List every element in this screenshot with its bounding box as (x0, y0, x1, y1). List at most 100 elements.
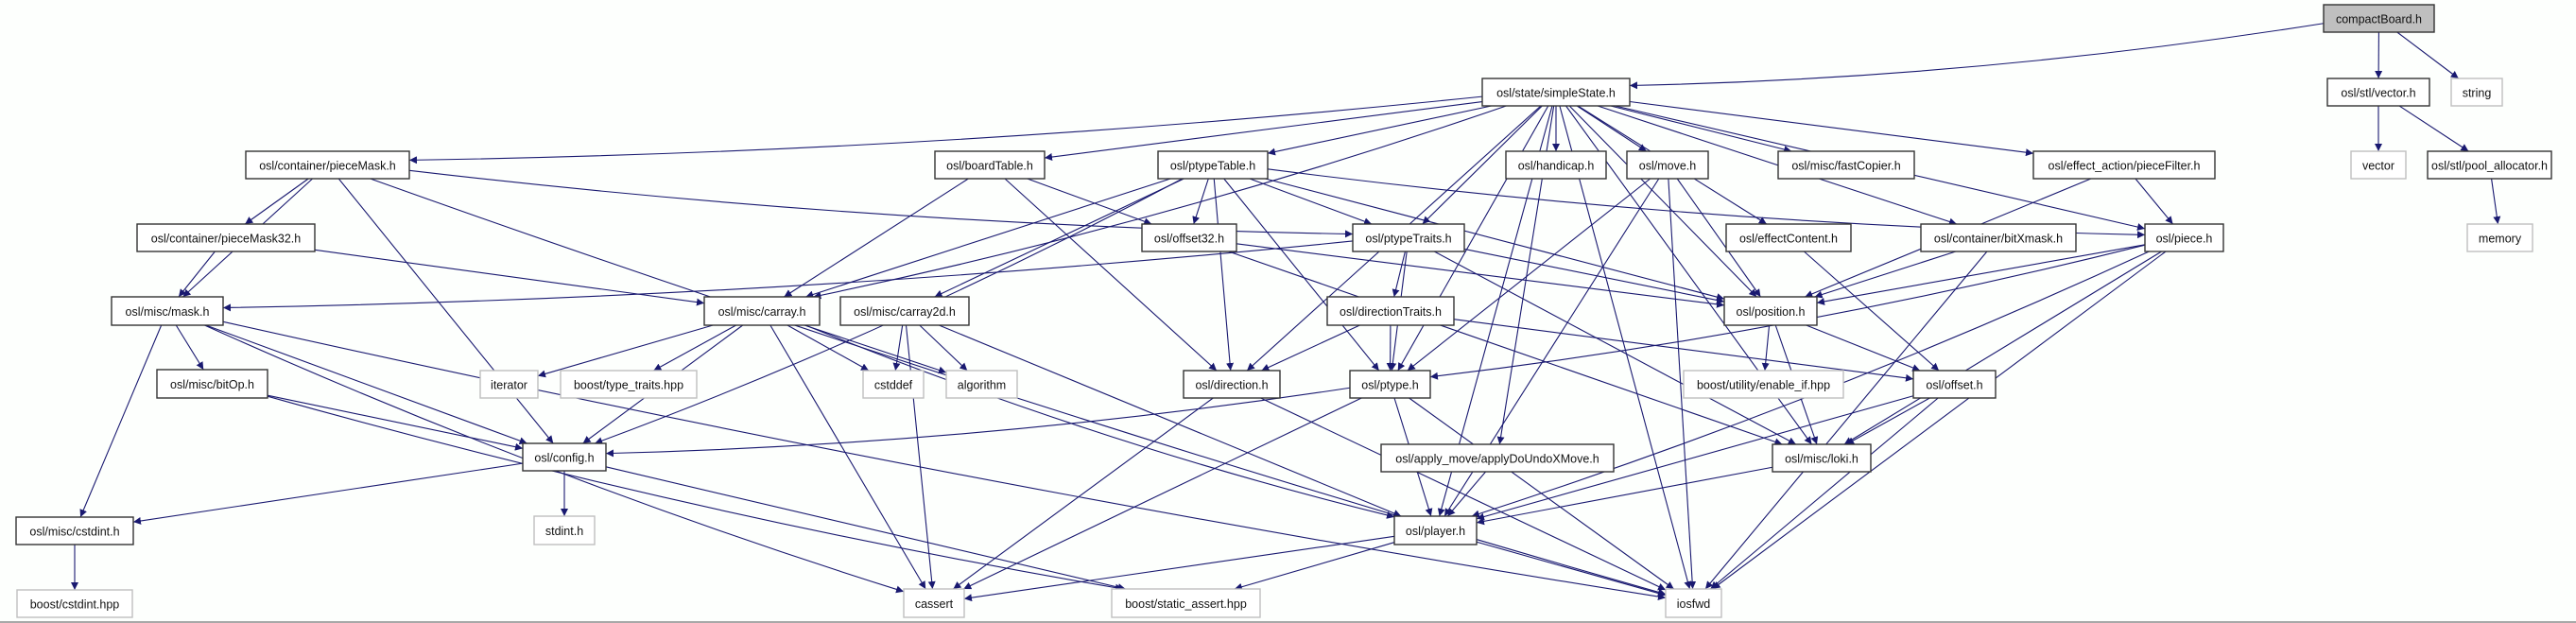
edge-stl_vector-to-pool_allocator (2398, 105, 2469, 152)
edge-simpleState-to-boardTable (1044, 100, 1483, 161)
node-label: boost/type_traits.hpp (574, 379, 683, 392)
edge-offset-to-loki (1845, 397, 1930, 445)
node-label: osl/ptypeTraits.h (1365, 233, 1451, 246)
edge-effectContent-to-offset (1804, 251, 1940, 372)
edge-piece-to-position (1816, 244, 2146, 305)
node-carray2d[interactable]: osl/misc/carray2d.h (839, 296, 970, 326)
node-stl-vector[interactable]: osl/stl/vector.h (2326, 78, 2430, 107)
node-ptypeTable[interactable]: osl/ptypeTable.h (1157, 150, 1269, 180)
node-algorithm[interactable]: algorithm (945, 370, 1018, 399)
node-string[interactable]: string (2450, 78, 2503, 107)
node-bitOp[interactable]: osl/misc/bitOp.h (156, 369, 268, 399)
node-directionTraits[interactable]: osl/directionTraits.h (1326, 296, 1455, 326)
node-box (1723, 296, 1818, 326)
edge-simpleState-to-ptype (1397, 105, 1549, 372)
node-carray[interactable]: osl/misc/carray.h (703, 296, 821, 326)
node-enable-if[interactable]: boost/utility/enable_if.hpp (1683, 370, 1844, 399)
node-pieceMask[interactable]: osl/container/pieceMask.h (245, 150, 410, 180)
edge-carray2d-to-cassert (905, 324, 936, 590)
edge-bitXmask-to-position (1814, 251, 1957, 299)
node-label: osl/player.h (1406, 525, 1465, 538)
node-box (1380, 443, 1615, 473)
node-box (703, 296, 821, 326)
edge-pieceFilter-to-piece (2135, 178, 2173, 225)
node-box (1481, 78, 1631, 107)
edge-ptypeTraits-to-directionTraits (1392, 251, 1406, 298)
edge-carray-to-player (804, 324, 1395, 519)
node-handicap[interactable]: osl/handicap.h (1505, 150, 1607, 180)
edge-mask-to-iosfwd (222, 320, 1667, 601)
node-box (839, 296, 970, 326)
edge-compactBoard-to-string (2396, 31, 2460, 79)
node-pieceFilter[interactable]: osl/effect_action/pieceFilter.h (2032, 150, 2216, 180)
node-effectContent[interactable]: osl/effectContent.h (1725, 223, 1852, 252)
edge-carray2d-to-player (939, 324, 1402, 517)
node-offset32[interactable]: osl/offset32.h (1141, 223, 1237, 252)
node-fastCopier[interactable]: osl/misc/fastCopier.h (1777, 150, 1915, 180)
node-box (2466, 223, 2533, 252)
node-vector[interactable]: vector (2350, 150, 2407, 180)
edges-layer (71, 23, 2501, 602)
edge-offset-to-player (1476, 395, 1914, 521)
edge-simpleState-to-pieceMask (408, 95, 1483, 164)
node-config[interactable]: osl/config.h (522, 442, 607, 472)
node-boost-cstdint[interactable]: boost/cstdint.hpp (16, 589, 133, 618)
node-compactBoard[interactable]: compactBoard.h (2323, 4, 2435, 33)
node-bitXmask[interactable]: osl/container/bitXmask.h (1920, 223, 2077, 252)
node-cstdint[interactable]: osl/misc/cstdint.h (15, 516, 134, 545)
node-ptype[interactable]: osl/ptype.h (1349, 370, 1431, 399)
edge-bitXmask-to-iosfwd (1704, 251, 1988, 590)
node-position[interactable]: osl/position.h (1723, 296, 1818, 326)
edge-simpleState-to-ptypeTraits (1422, 105, 1543, 225)
edge-bitOp-to-config (267, 394, 524, 451)
node-box (1772, 443, 1872, 473)
node-label: algorithm (958, 379, 1006, 392)
node-box (1352, 223, 1465, 252)
node-move[interactable]: osl/move.h (1626, 150, 1709, 180)
nodes-layer: compactBoard.h osl/stl/vector.h string vect… (15, 4, 2552, 618)
node-label: memory (2479, 233, 2522, 246)
node-direction[interactable]: osl/direction.h (1183, 370, 1281, 399)
edge-piece-to-loki (1843, 251, 2162, 445)
node-label: osl/offset32.h (1154, 233, 1224, 246)
node-player[interactable]: osl/player.h (1393, 515, 1478, 545)
node-box (15, 516, 134, 545)
node-simpleState[interactable]: osl/state/simpleState.h (1481, 78, 1631, 107)
node-label: boost/utility/enable_if.hpp (1697, 379, 1830, 392)
edge-player-to-cassert (963, 535, 1395, 602)
edge-carray-to-cstddef (787, 324, 870, 372)
node-boardTable[interactable]: osl/boardTable.h (934, 150, 1046, 180)
node-box (533, 515, 596, 545)
edge-ptypeTraits-to-mask (222, 240, 1354, 312)
node-pool-allocator[interactable]: osl/stl/pool_allocator.h (2427, 150, 2552, 180)
node-stdint[interactable]: stdint.h (533, 515, 596, 545)
edge-simpleState-to-move (1576, 105, 1648, 152)
node-box (1912, 370, 1997, 399)
node-label: osl/stl/vector.h (2341, 87, 2415, 100)
node-pieceMask32[interactable]: osl/container/pieceMask32.h (136, 223, 316, 252)
edge-ptype-to-config (605, 387, 1351, 458)
node-box (1349, 370, 1431, 399)
node-ptypeTraits[interactable]: osl/ptypeTraits.h (1352, 223, 1465, 252)
node-box (2427, 150, 2552, 180)
node-piece[interactable]: osl/piece.h (2144, 223, 2224, 252)
node-loki[interactable]: osl/misc/loki.h (1772, 443, 1872, 473)
node-box (2450, 78, 2503, 107)
edge-ptypeTable-to-position (1265, 178, 1725, 302)
node-label: stdint.h (545, 525, 583, 538)
node-applyDoUndo[interactable]: osl/apply_move/applyDoUndoXMove.h (1380, 443, 1615, 473)
edge-carray-to-cassert (769, 324, 926, 590)
node-cstddef[interactable]: cstddef (862, 370, 925, 399)
node-box (945, 370, 1018, 399)
node-box (1626, 150, 1709, 180)
node-static-assert[interactable]: boost/static_assert.hpp (1111, 588, 1261, 618)
node-label: osl/apply_move/applyDoUndoXMove.h (1395, 453, 1599, 466)
node-mask[interactable]: osl/misc/mask.h (111, 296, 224, 326)
node-cassert[interactable]: cassert (903, 588, 965, 618)
edge-player-to-static_assert (1234, 542, 1395, 591)
node-offset[interactable]: osl/offset.h (1912, 370, 1997, 399)
node-memory[interactable]: memory (2466, 223, 2533, 252)
node-iterator[interactable]: iterator (479, 370, 539, 399)
node-iosfwd[interactable]: iosfwd (1665, 588, 1722, 618)
node-type-traits[interactable]: boost/type_traits.hpp (560, 370, 698, 399)
